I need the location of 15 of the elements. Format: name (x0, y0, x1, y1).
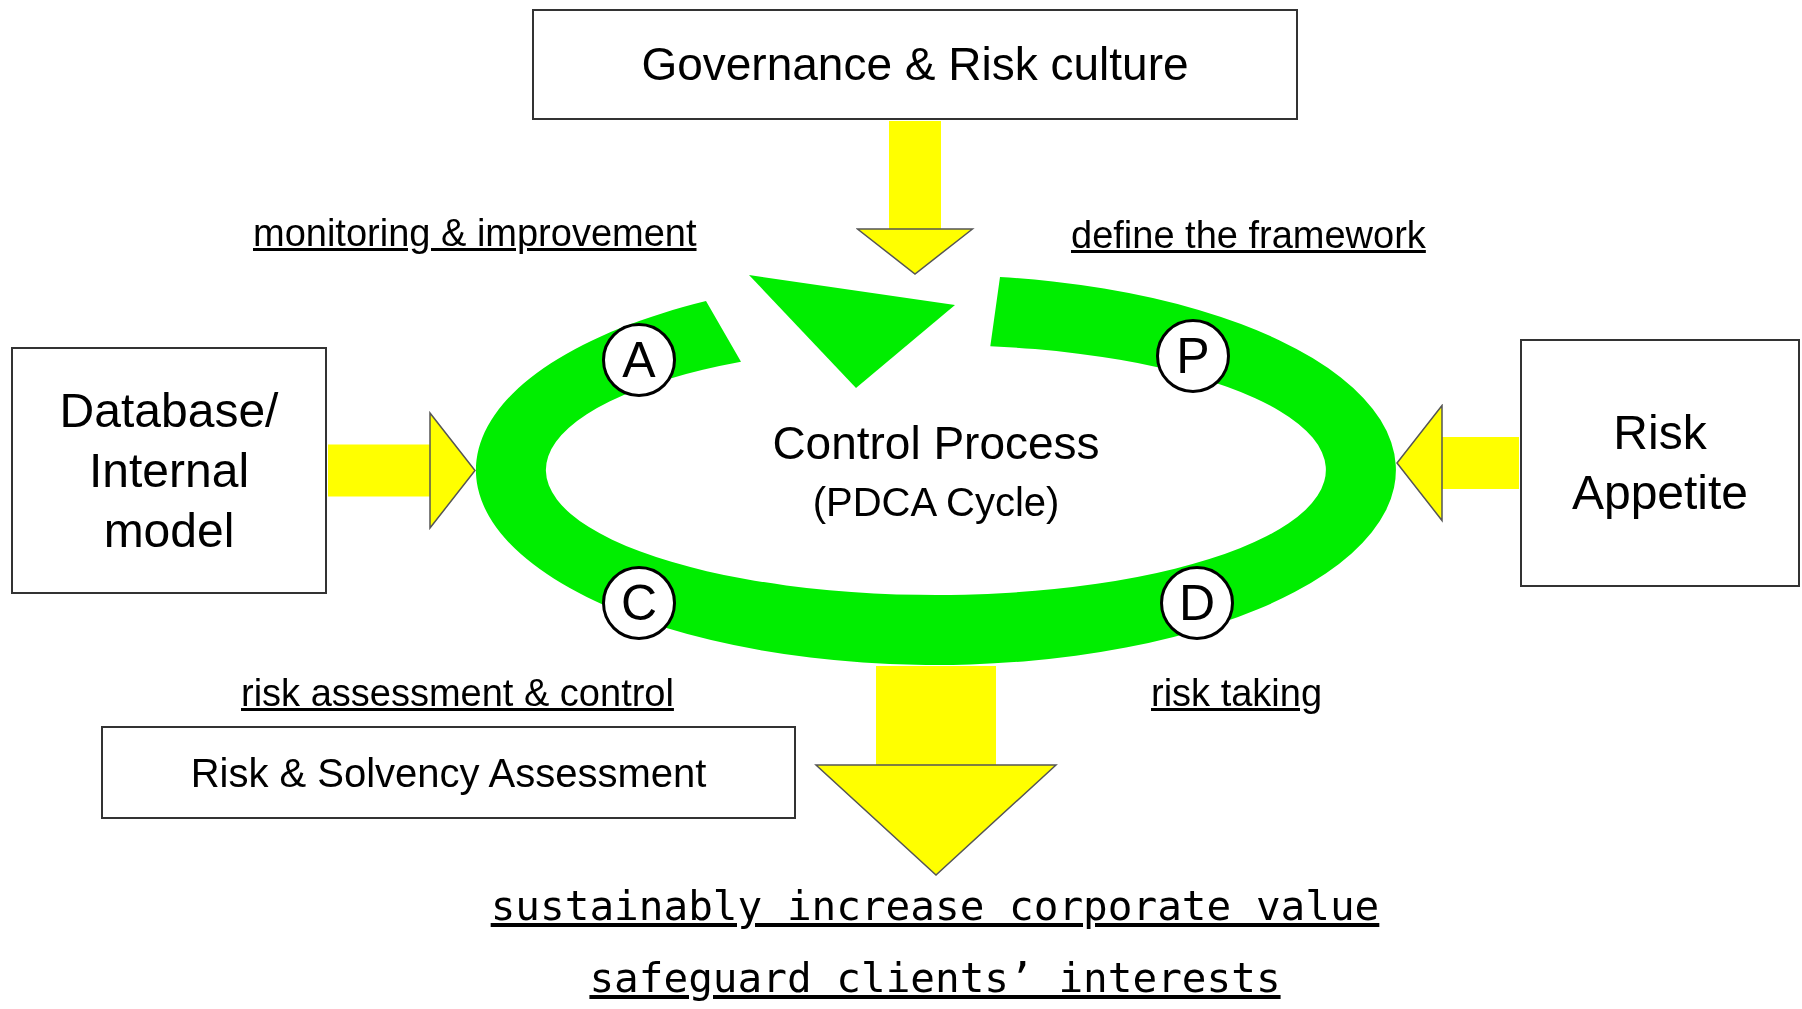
block-arrow (856, 121, 974, 275)
cycle-subtitle: (PDCA Cycle) (812, 479, 1060, 525)
phase-label: risk taking (1151, 672, 1323, 715)
assessment-box: Risk & Solvency Assessment (101, 726, 796, 819)
cycle-title: Control Process (772, 415, 1100, 470)
phase-label: monitoring & improvement (253, 212, 697, 255)
database-box: Database/ Internal model (11, 347, 327, 594)
phase-label: risk assessment & control (241, 672, 674, 715)
phase-label: define the framework (1071, 214, 1426, 257)
block-arrow (1396, 404, 1519, 522)
goal-text: safeguard clients’ interests (589, 954, 1281, 1002)
risk-appetite-box: Risk Appetite (1520, 339, 1800, 587)
goal-text: sustainably increase corporate value (490, 882, 1380, 930)
governance-box: Governance & Risk culture (532, 9, 1298, 120)
block-arrow (328, 412, 476, 529)
